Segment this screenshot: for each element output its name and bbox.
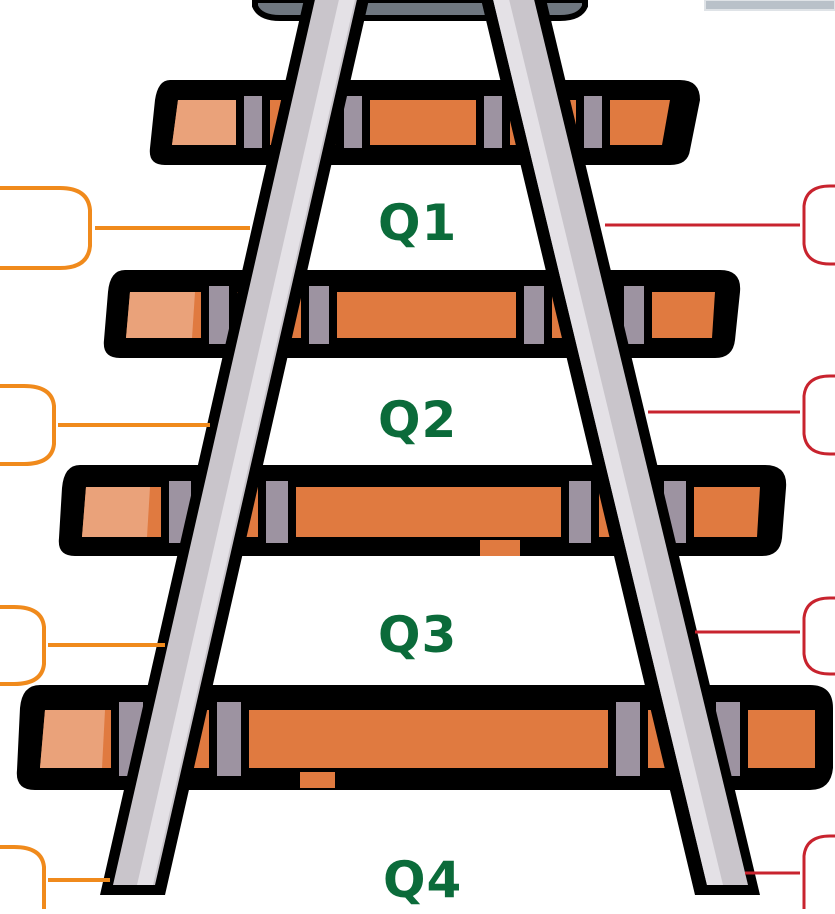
- right-callout-1: [605, 184, 835, 266]
- left-callout-1: [0, 186, 250, 270]
- right-rail: [481, 0, 760, 895]
- left-callout-2: [0, 384, 210, 466]
- right-callout-4: [745, 834, 835, 914]
- left-rail: [100, 0, 369, 895]
- quarter-label-q1: Q1: [378, 194, 458, 252]
- right-callouts: [605, 184, 835, 914]
- left-callout-3: [0, 605, 165, 686]
- right-callout-2: [648, 374, 835, 456]
- window-corner: [704, 0, 835, 11]
- tie-1: [149, 80, 700, 165]
- left-callout-4: [0, 845, 110, 914]
- quarter-label-q4: Q4: [383, 851, 463, 909]
- right-callout-3: [695, 596, 835, 676]
- left-callouts: [0, 186, 250, 914]
- quarter-label-q2: Q2: [378, 391, 458, 449]
- rails: [100, 0, 760, 895]
- quarter-label-q3: Q3: [378, 606, 458, 664]
